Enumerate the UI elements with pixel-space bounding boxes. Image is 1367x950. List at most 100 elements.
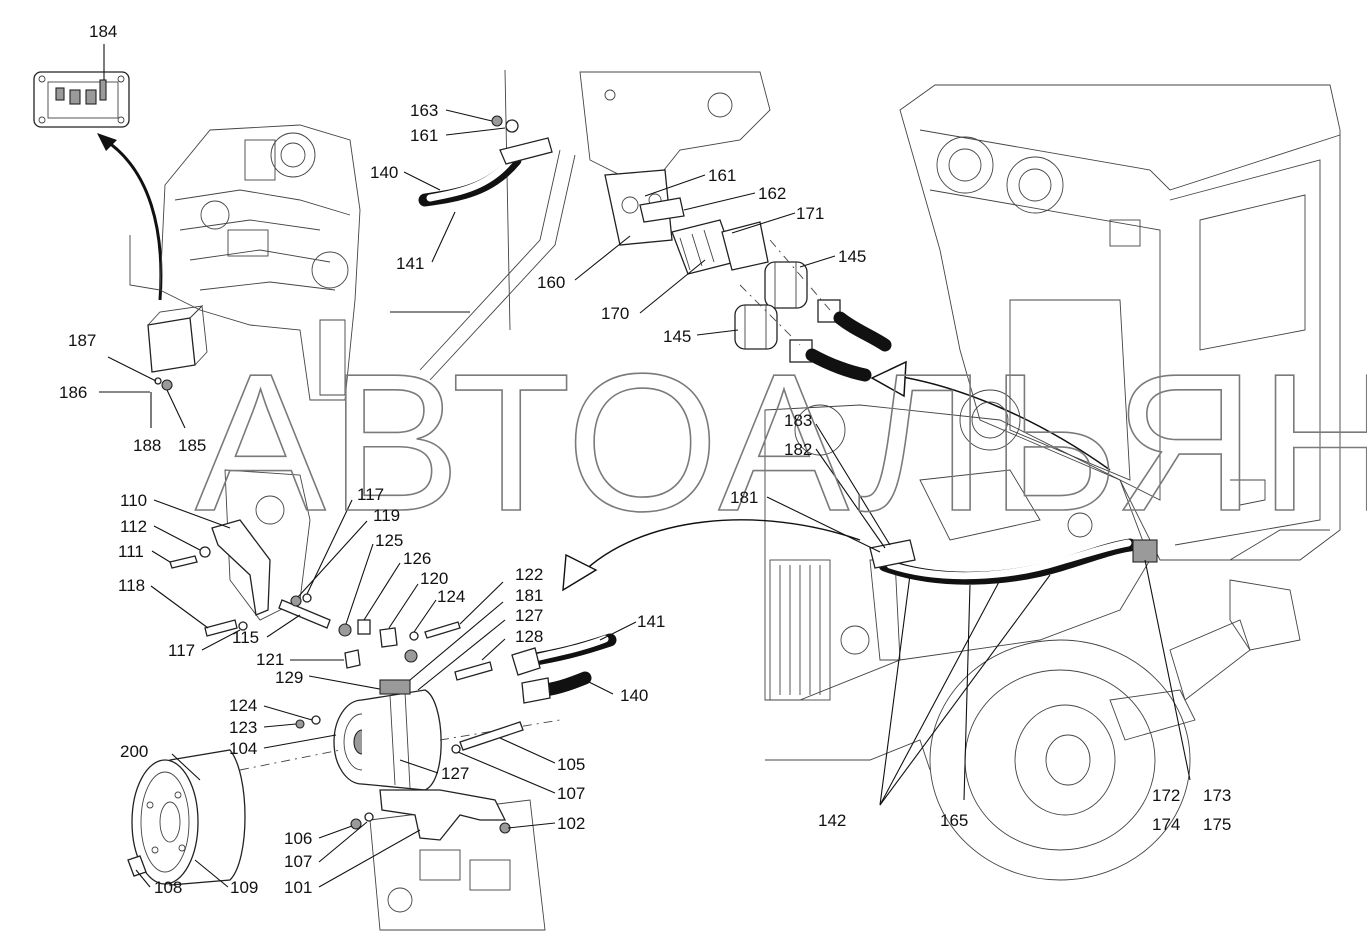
callout-105: 105	[557, 755, 585, 774]
callout-181a: 181	[730, 488, 758, 507]
pointer-arrow-module	[104, 138, 163, 301]
leader-145b	[696, 329, 739, 336]
callout-122: 122	[515, 565, 543, 584]
leader-107b	[318, 821, 368, 863]
callout-109: 109	[230, 878, 258, 897]
leader-162	[683, 192, 756, 211]
bolt-105	[459, 721, 524, 751]
bushing-121	[344, 649, 361, 669]
leader-124b	[263, 705, 313, 721]
callout-172: 172	[1152, 786, 1180, 805]
pulley-200	[131, 749, 246, 886]
leader-107a	[457, 751, 556, 794]
watermark: АВТОАЛЬЯНС	[195, 333, 1367, 552]
leader-127b	[399, 759, 439, 774]
leader-126	[363, 562, 401, 621]
callout-187: 187	[68, 331, 96, 350]
hose-fitting-top	[499, 137, 553, 165]
callout-141a: 141	[396, 254, 424, 273]
stud-115	[278, 599, 331, 629]
washer-124a	[409, 631, 419, 641]
callout-labels: 184 187 186 188 185 163 161 140 141 161 …	[59, 22, 1231, 897]
washer-117b	[302, 593, 312, 603]
controller-module-small	[147, 305, 208, 373]
pointer-arrow-bracket	[889, 374, 1111, 471]
fitting-140	[521, 677, 551, 704]
leader-142-a	[879, 574, 911, 806]
callout-125: 125	[375, 531, 403, 550]
leader-129	[308, 675, 386, 691]
leader-170	[639, 259, 706, 314]
callout-121: 121	[256, 650, 284, 669]
callout-110: 110	[120, 491, 147, 510]
leader-183	[815, 423, 891, 546]
callout-104: 104	[229, 739, 257, 758]
callout-165: 165	[940, 811, 968, 830]
leader-145a	[799, 255, 836, 268]
washer-117a	[238, 621, 248, 631]
callout-140b: 140	[620, 686, 648, 705]
leader-120	[388, 583, 419, 629]
callout-111: 111	[118, 542, 144, 561]
callout-118: 118	[118, 576, 145, 595]
callout-145a: 145	[838, 247, 866, 266]
leader-160	[574, 235, 631, 281]
pointer-arrow-compressor	[579, 519, 861, 576]
callout-127a: 127	[515, 606, 543, 625]
callout-112: 112	[120, 517, 147, 536]
callout-127b: 127	[441, 764, 469, 783]
leader-200	[171, 753, 201, 781]
leader-141b	[599, 621, 637, 641]
callout-171: 171	[796, 204, 824, 223]
leader-161a	[445, 127, 506, 136]
callout-101: 101	[284, 878, 312, 897]
leader-161b	[644, 174, 706, 197]
bushing-120	[379, 627, 398, 648]
fitting-162	[639, 197, 685, 223]
tractor-front-wheel	[765, 639, 1191, 881]
washer-124b	[311, 715, 321, 725]
leader-127a	[417, 619, 506, 691]
callout-200: 200	[120, 742, 148, 761]
callout-170: 170	[601, 304, 629, 323]
leader-142-c	[879, 574, 1051, 806]
leader-119	[297, 520, 368, 598]
leader-104	[263, 734, 337, 749]
hose-lower-right	[805, 348, 872, 382]
bolt-118	[204, 619, 238, 637]
bolt-111	[169, 555, 198, 569]
callout-141b: 141	[637, 612, 665, 631]
callout-188: 188	[133, 436, 161, 455]
nut-161-top	[491, 115, 503, 127]
callout-183: 183	[784, 411, 812, 430]
arrowhead-module	[97, 133, 117, 151]
callout-115: 115	[232, 628, 259, 647]
leader-109	[194, 859, 229, 888]
callout-163: 163	[410, 101, 438, 120]
leader-110	[153, 499, 231, 529]
leader-101	[318, 829, 421, 888]
hose-140	[538, 671, 592, 697]
fitting-141	[511, 647, 541, 676]
leader-128	[481, 638, 506, 661]
callout-107b: 107	[284, 852, 312, 871]
spacer-126	[357, 619, 371, 635]
nut-123	[295, 719, 305, 729]
callout-181b: 181	[515, 586, 543, 605]
callout-123: 123	[229, 718, 257, 737]
ac-compressor-104	[333, 679, 442, 791]
callout-106: 106	[284, 829, 312, 848]
leader-105	[499, 737, 556, 764]
bolt-128	[454, 661, 493, 681]
callout-120: 120	[420, 569, 448, 588]
callout-102: 102	[557, 814, 585, 833]
callout-185: 185	[178, 436, 206, 455]
washer-107a	[451, 744, 461, 754]
bracket-101	[379, 789, 507, 841]
leader-181a	[766, 496, 881, 553]
engine-sketch-top	[129, 124, 361, 401]
callout-160: 160	[537, 273, 565, 292]
callout-128: 128	[515, 627, 543, 646]
controller-module-184	[33, 71, 130, 128]
